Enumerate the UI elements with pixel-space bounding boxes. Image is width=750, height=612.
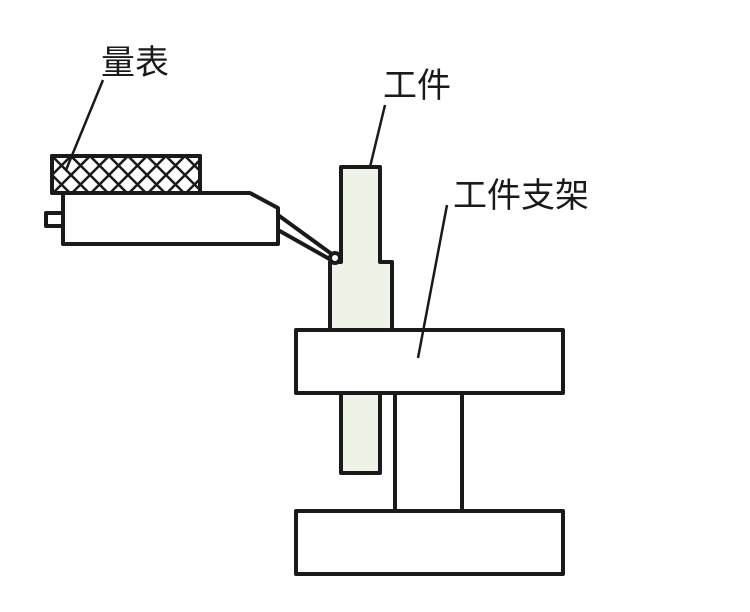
leader-line-gauge [64,79,105,171]
probe-ball [328,251,342,265]
gauge-hatched-top [0,150,202,200]
leader-line-support [416,204,449,359]
hatch-line [0,150,39,200]
hatch-line [166,158,198,190]
hatch-line [90,158,127,191]
hatch-line [71,158,108,191]
hatch-line [0,150,39,200]
hatch-line [54,158,71,175]
hatch-line [54,158,89,191]
label-workpiece: 工件 [383,66,451,106]
label-gauge: 量表 [101,43,169,83]
gauge-stem [44,211,65,228]
workpiece-upper [328,165,394,332]
support-top-plate [294,328,565,395]
support-base [294,509,565,576]
gauge-body [61,191,280,246]
label-workpiece-support: 工件支架 [453,176,589,216]
support-column [393,391,464,513]
leader-line-workpiece [368,104,387,168]
gauge-probe [276,213,335,263]
hatch-line [185,158,198,171]
workpiece-lower [339,391,382,475]
hatch-line [128,158,165,191]
hatch-line [0,150,20,200]
hatch-line [147,158,184,191]
hatch-line [109,158,146,191]
hatch-line [0,150,20,200]
